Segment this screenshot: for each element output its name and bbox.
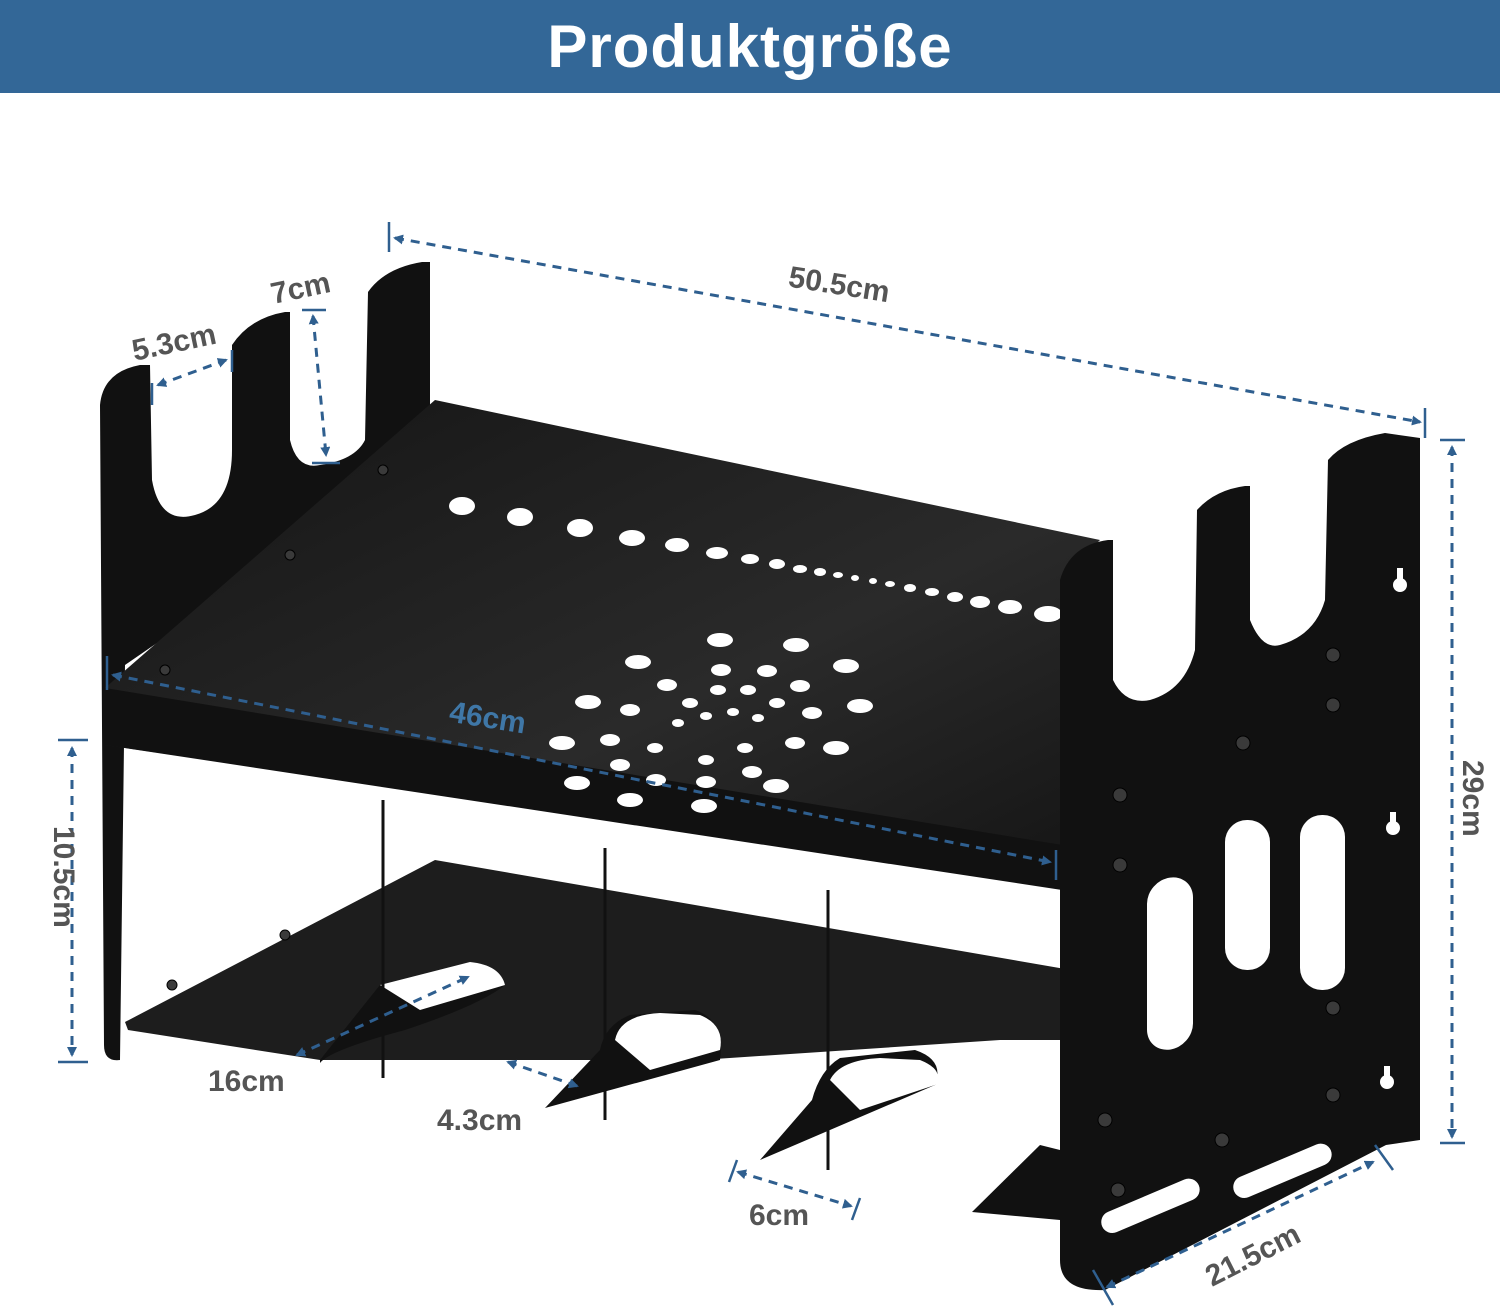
lower-prong-slot — [615, 1013, 721, 1070]
title-banner: Produktgröße — [0, 0, 1500, 93]
lower-prong-slot — [830, 1058, 938, 1110]
left-panel-cutout — [318, 790, 361, 835]
label-slot-spacing: 6cm — [749, 1199, 809, 1232]
label-slot-depth: 7cm — [268, 266, 334, 311]
tool-rack-illustration — [100, 262, 1420, 1291]
lower-prong — [972, 1145, 1060, 1220]
left-panel-cutout — [243, 757, 286, 902]
right-panel-hole — [1133, 621, 1177, 645]
dimension-lines — [58, 222, 1465, 1306]
left-side-panel — [100, 262, 430, 1061]
label-total-height: 29cm — [1456, 760, 1489, 837]
right-panel-cutout — [1225, 820, 1270, 970]
label-slot-width: 5.3cm — [129, 318, 219, 368]
shelf-back-holes — [449, 497, 1062, 622]
right-panel-cutout — [1147, 877, 1193, 1050]
page-title: Produktgröße — [547, 13, 953, 80]
label-lower-height: 10.5cm — [47, 826, 80, 928]
keyhole-mounts — [1380, 568, 1407, 1089]
right-panel-cutout — [1300, 815, 1345, 990]
label-slot-gap: 4.3cm — [437, 1104, 522, 1137]
left-panel-cutout — [168, 757, 211, 902]
label-slot-length: 16cm — [208, 1065, 285, 1098]
label-total-width: 50.5cm — [786, 261, 892, 310]
